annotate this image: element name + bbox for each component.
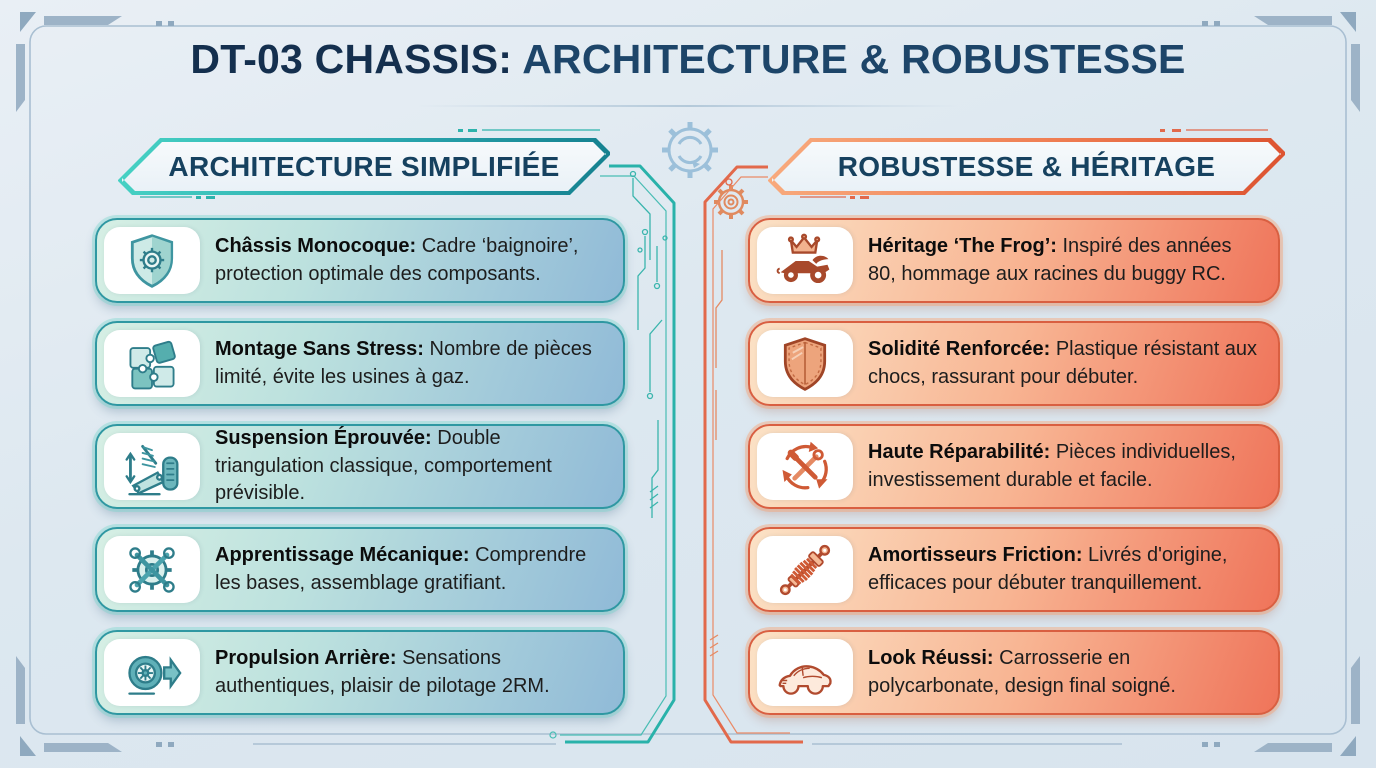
card-title: Amortisseurs Friction: xyxy=(868,543,1083,566)
card-propulsion-arriere: Propulsion Arrière: Sensations authentiq… xyxy=(95,630,625,715)
gear-icon xyxy=(662,122,718,178)
page-title: DT-03 CHASSIS: ARCHITECTURE & ROBUSTESSE xyxy=(0,36,1376,83)
card-amortisseurs-friction: Amortisseurs Friction: Livrés d'origine,… xyxy=(748,527,1280,612)
page-title-strong: DT-03 CHASSIS: xyxy=(190,36,513,82)
repair-cycle-icon xyxy=(757,433,853,500)
card-title: Apprentissage Mécanique: xyxy=(215,543,470,566)
card-title: Montage Sans Stress: xyxy=(215,337,424,360)
left-column-header: ARCHITECTURE SIMPLIFIÉE xyxy=(118,138,610,195)
card-chassis-monocoque: Châssis Monocoque: Cadre ‘baignoire’, pr… xyxy=(95,218,625,303)
card-title: Propulsion Arrière: xyxy=(215,646,397,669)
left-column: Châssis Monocoque: Cadre ‘baignoire’, pr… xyxy=(95,218,625,715)
card-solidite-renforcee: Solidité Renforcée: Plastique résistant … xyxy=(748,321,1280,406)
right-column: Héritage ‘The Frog’: Inspiré des années … xyxy=(748,218,1280,715)
card-title: Suspension Éprouvée: xyxy=(215,427,432,450)
page-title-rest: ARCHITECTURE & ROBUSTESSE xyxy=(512,36,1186,82)
card-suspension-eprouvee: Suspension Éprouvée: Double triangulatio… xyxy=(95,424,625,509)
suspension-icon xyxy=(104,433,200,500)
crown-buggy-icon xyxy=(757,227,853,294)
card-look-reussi: Look Réussi: Carrosserie en polycarbonat… xyxy=(748,630,1280,715)
card-title: Look Réussi: xyxy=(868,646,994,669)
right-column-header-label: ROBUSTESSE & HÉRITAGE xyxy=(837,150,1216,182)
car-body-icon xyxy=(757,639,853,706)
right-column-header: ROBUSTESSE & HÉRITAGE xyxy=(768,138,1285,195)
card-haute-reparabilite: Haute Réparabilité: Pièces individuelles… xyxy=(748,424,1280,509)
left-column-header-label: ARCHITECTURE SIMPLIFIÉE xyxy=(168,150,560,182)
gear-wrench-icon xyxy=(104,536,200,603)
title-underline xyxy=(418,105,958,107)
puzzle-icon xyxy=(104,330,200,397)
shield-gear-icon xyxy=(104,227,200,294)
card-heritage-the-frog: Héritage ‘The Frog’: Inspiré des années … xyxy=(748,218,1280,303)
card-title: Solidité Renforcée: xyxy=(868,337,1051,360)
wheel-arrow-icon xyxy=(104,639,200,706)
card-title: Haute Réparabilité: xyxy=(868,440,1051,463)
shield-icon xyxy=(757,330,853,397)
card-title: Châssis Monocoque: xyxy=(215,234,417,257)
card-montage-sans-stress: Montage Sans Stress: Nombre de pièces li… xyxy=(95,321,625,406)
card-title: Héritage ‘The Frog’: xyxy=(868,234,1057,257)
gear-icon xyxy=(714,185,748,219)
shock-absorber-icon xyxy=(757,536,853,603)
card-apprentissage-mecanique: Apprentissage Mécanique: Comprendre les … xyxy=(95,527,625,612)
